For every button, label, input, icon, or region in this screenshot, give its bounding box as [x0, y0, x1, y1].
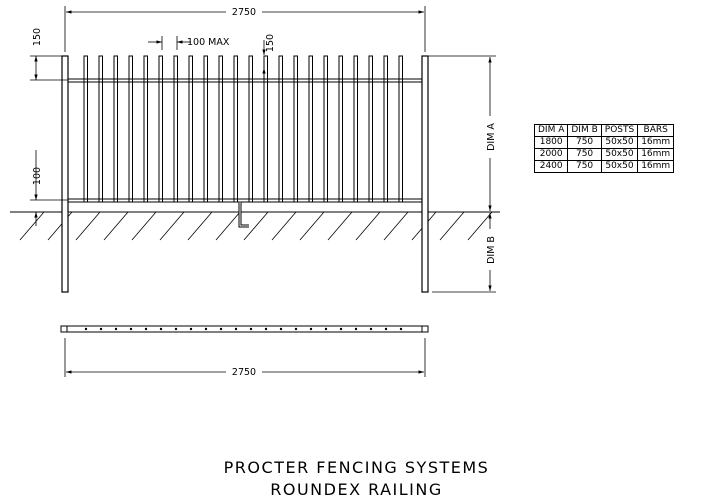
spec-table-header: DIM A DIM B POSTS BARS [533, 124, 675, 137]
vertical-bar [368, 55, 373, 203]
table-cell: 50x50 [600, 160, 639, 173]
vertical-bar [188, 55, 193, 203]
vertical-bar [383, 55, 388, 203]
table-cell: 50x50 [600, 136, 639, 149]
bar-projection-dimension: 150 [262, 34, 276, 80]
table-row: 1800 750 50x50 16mm [533, 136, 675, 149]
plan-view [60, 325, 429, 333]
table-cell: 2400 [533, 160, 569, 173]
overall-width-bottom-label: 2750 [232, 367, 256, 378]
dim-b-label: DIM B [486, 236, 497, 264]
bottom-rail-height-dimension: 100 [30, 150, 68, 226]
ground-hatching [19, 211, 493, 241]
left-post [61, 55, 69, 293]
vertical-bars [83, 55, 403, 203]
plan-bar-dot [339, 327, 343, 331]
vertical-bar [143, 55, 148, 203]
plan-bar-dot [219, 327, 223, 331]
plan-bar-dot [189, 327, 193, 331]
table-cell: 2000 [533, 148, 569, 161]
plan-bar-dot [354, 327, 358, 331]
vertical-bar [293, 55, 298, 203]
bar-spacing-dimension: 100 MAX [148, 36, 230, 50]
plan-bar-dot [204, 327, 208, 331]
vertical-bar [323, 55, 328, 203]
bottom-rail-height-label: 100 [32, 167, 43, 185]
vertical-bar [173, 55, 178, 203]
bottom-rail [68, 198, 422, 203]
plan-bar-dot [159, 327, 163, 331]
dim-a-label: DIM A [486, 123, 497, 151]
plan-bar-dot [294, 327, 298, 331]
table-cell: 16mm [637, 148, 675, 161]
table-cell: 16mm [637, 136, 675, 149]
table-cell: 1800 [533, 136, 569, 149]
spec-header-dim-a: DIM A [533, 124, 569, 137]
ground-stay [238, 202, 249, 228]
title-line-1: PROCTER FENCING SYSTEMS [223, 458, 490, 477]
table-row: 2400 750 50x50 16mm [533, 160, 675, 173]
vertical-bar [398, 55, 403, 203]
right-post [421, 55, 429, 293]
plan-bar-dot [399, 327, 403, 331]
plan-bar-dot [249, 327, 253, 331]
plan-bar-dot [369, 327, 373, 331]
table-cell: 750 [567, 148, 602, 161]
top-offset-dimension: 150 [30, 28, 68, 81]
plan-bar-dots [84, 327, 403, 331]
spec-table: DIM A DIM B POSTS BARS 1800 750 50x50 16… [533, 124, 675, 173]
plan-bar-dot [144, 327, 148, 331]
overall-width-bottom-dimension: 2750 [64, 338, 426, 378]
vertical-bar [113, 55, 118, 203]
plan-bar-dot [234, 327, 238, 331]
plan-bar-dot [114, 327, 118, 331]
table-cell: 750 [567, 160, 602, 173]
plan-bar-dot [279, 327, 283, 331]
vertical-bar [353, 55, 358, 203]
plan-bar-dot [99, 327, 103, 331]
vertical-bar [158, 55, 163, 203]
vertical-bar [263, 55, 268, 203]
bar-projection-label: 150 [265, 34, 276, 52]
title-line-2: ROUNDEX RAILING [270, 480, 443, 499]
table-row: 2000 750 50x50 16mm [533, 148, 675, 161]
bar-spacing-label: 100 MAX [187, 37, 230, 48]
vertical-bar [278, 55, 283, 203]
vertical-bar [338, 55, 343, 203]
spec-header-posts: POSTS [600, 124, 639, 137]
overall-width-top-dimension: 2750 [64, 6, 426, 52]
vertical-bar [248, 55, 253, 203]
overall-width-top-label: 2750 [232, 7, 256, 18]
plan-bar-dot [84, 327, 88, 331]
top-rail [68, 78, 422, 83]
vertical-bar [218, 55, 223, 203]
dim-a-b-dimensions: DIM A DIM B [428, 55, 497, 293]
plan-bar-dot [264, 327, 268, 331]
vertical-bar [98, 55, 103, 203]
plan-bar-dot [129, 327, 133, 331]
spec-header-bars: BARS [637, 124, 675, 137]
plan-bar-dot [324, 327, 328, 331]
top-offset-label: 150 [32, 28, 43, 46]
vertical-bar [233, 55, 238, 203]
vertical-bar [308, 55, 313, 203]
plan-bar-dot [309, 327, 313, 331]
table-cell: 16mm [637, 160, 675, 173]
plan-bar-dot [384, 327, 388, 331]
table-cell: 50x50 [600, 148, 639, 161]
vertical-bar [83, 55, 88, 203]
plan-bar-dot [174, 327, 178, 331]
vertical-bar [203, 55, 208, 203]
table-cell: 750 [567, 136, 602, 149]
vertical-bar [128, 55, 133, 203]
spec-header-dim-b: DIM B [567, 124, 602, 137]
